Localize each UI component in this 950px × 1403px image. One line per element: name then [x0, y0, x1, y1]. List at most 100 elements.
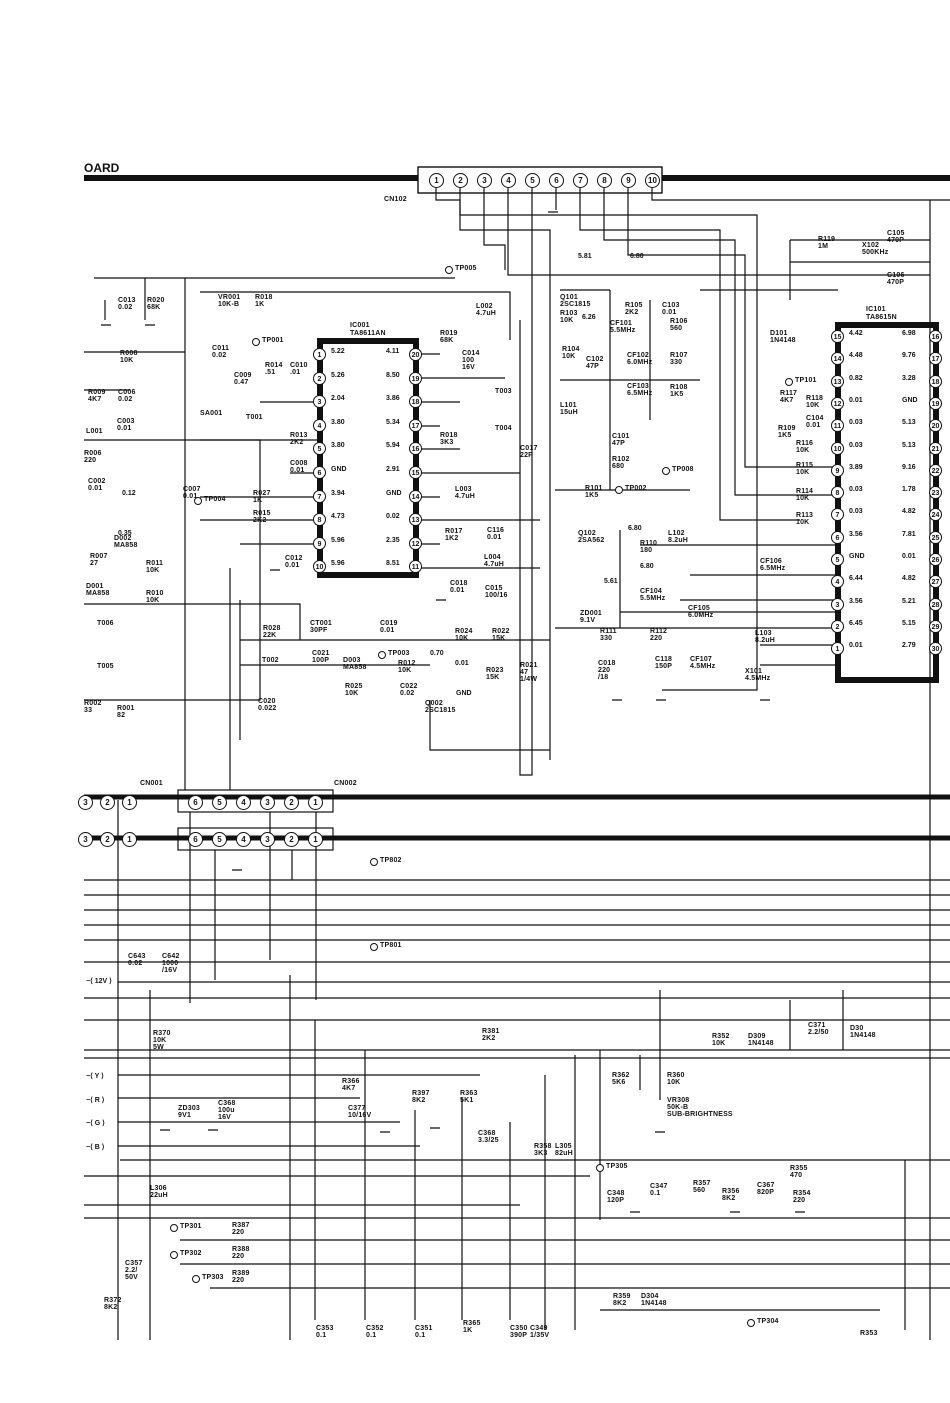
- component-value: 5K1: [460, 1097, 474, 1104]
- component-ref: R108: [670, 384, 688, 391]
- component-ref: R111: [600, 628, 617, 635]
- component-ref: R110: [640, 540, 658, 547]
- component-value: 50K-B SUB-BRIGHTNESS: [667, 1104, 733, 1118]
- connector-pin: 2: [453, 173, 468, 188]
- component-value: 6.5MHz: [760, 565, 786, 572]
- connector-pin: 5: [212, 832, 227, 847]
- pin-voltage: 1.78: [902, 486, 916, 494]
- signal-input: −⟨ G ⟩: [86, 1119, 105, 1127]
- component-value: 2K2: [253, 517, 267, 524]
- ic-pin: 19: [929, 396, 942, 410]
- pin-voltage: 5.15: [902, 619, 916, 627]
- component-ref: C014: [462, 350, 480, 357]
- component-label: T004: [495, 425, 512, 432]
- component-ref: C011: [212, 345, 230, 352]
- component-ref: C642: [162, 953, 180, 960]
- component-ref: C353: [316, 1325, 334, 1332]
- component-ref: R028: [263, 625, 281, 632]
- component-value: 68K: [440, 337, 454, 344]
- pin-voltage: GND: [331, 466, 347, 473]
- component-ref: R007: [90, 553, 108, 560]
- component-value: 390P: [510, 1332, 528, 1339]
- component-ref: R109: [778, 425, 796, 432]
- pin-voltage: 0.01: [902, 553, 916, 560]
- ic-pin: 30: [929, 642, 942, 656]
- component-ref: C368: [218, 1100, 236, 1107]
- component-ref: R104: [562, 346, 580, 353]
- component-value: 0.02: [128, 960, 143, 967]
- component-ref: R357: [693, 1180, 711, 1187]
- pin-voltage: 2.91: [386, 466, 400, 473]
- component-ref: R117: [780, 390, 798, 397]
- component-value: 27: [90, 560, 99, 567]
- component-value: 4.5MHz: [690, 663, 716, 670]
- ic-pin: 3: [831, 597, 844, 611]
- component-ref: R359: [613, 1293, 631, 1300]
- component-value: 100P: [312, 657, 330, 664]
- component-ref: R356: [722, 1188, 740, 1195]
- component-ref: L103: [755, 630, 772, 637]
- component-ref: ZD001: [580, 610, 603, 617]
- component-value: 82: [117, 712, 126, 719]
- ic001-part: TA8611AN: [350, 330, 386, 337]
- component-value: 1K: [463, 1327, 473, 1334]
- cn002-label: CN002: [334, 780, 357, 787]
- component-value: 1K5: [778, 432, 792, 439]
- component-ref: R103: [560, 310, 578, 317]
- ic-pin: 18: [929, 374, 942, 388]
- test-point-icon: [596, 1164, 604, 1172]
- connector-pin: 5: [525, 173, 540, 188]
- component-value: 3K3: [440, 439, 454, 446]
- component-value: 15uH: [560, 409, 578, 416]
- pin-voltage: 0.03: [849, 441, 863, 449]
- ic-pin: 22: [929, 463, 942, 477]
- connector-pin: 6: [549, 173, 564, 188]
- component-value: .01: [290, 369, 301, 376]
- component-label: T003: [495, 388, 512, 395]
- node-voltage: 6.80: [628, 525, 642, 532]
- pin-voltage: 3.94: [331, 489, 345, 497]
- component-label: R353: [860, 1330, 878, 1337]
- ic-pin: 2: [831, 619, 844, 633]
- component-ref: R113: [796, 512, 814, 519]
- test-point-label: TP003: [388, 650, 410, 657]
- node-voltage: 0.01: [455, 660, 469, 667]
- connector-pin: 2: [100, 795, 115, 810]
- cn001-label: CN001: [140, 780, 163, 787]
- ic-pin: 26: [929, 553, 942, 566]
- component-value: 0.01: [183, 493, 198, 500]
- pin-voltage: 3.89: [849, 463, 863, 471]
- test-point-icon: [252, 338, 260, 346]
- component-ref: R102: [612, 456, 630, 463]
- ic-pin: 23: [929, 486, 942, 500]
- component-value: 1N4148: [850, 1032, 876, 1039]
- component-ref: CF105: [688, 605, 711, 612]
- component-value: 9V1: [178, 1112, 192, 1119]
- component-ref: C357: [125, 1260, 143, 1267]
